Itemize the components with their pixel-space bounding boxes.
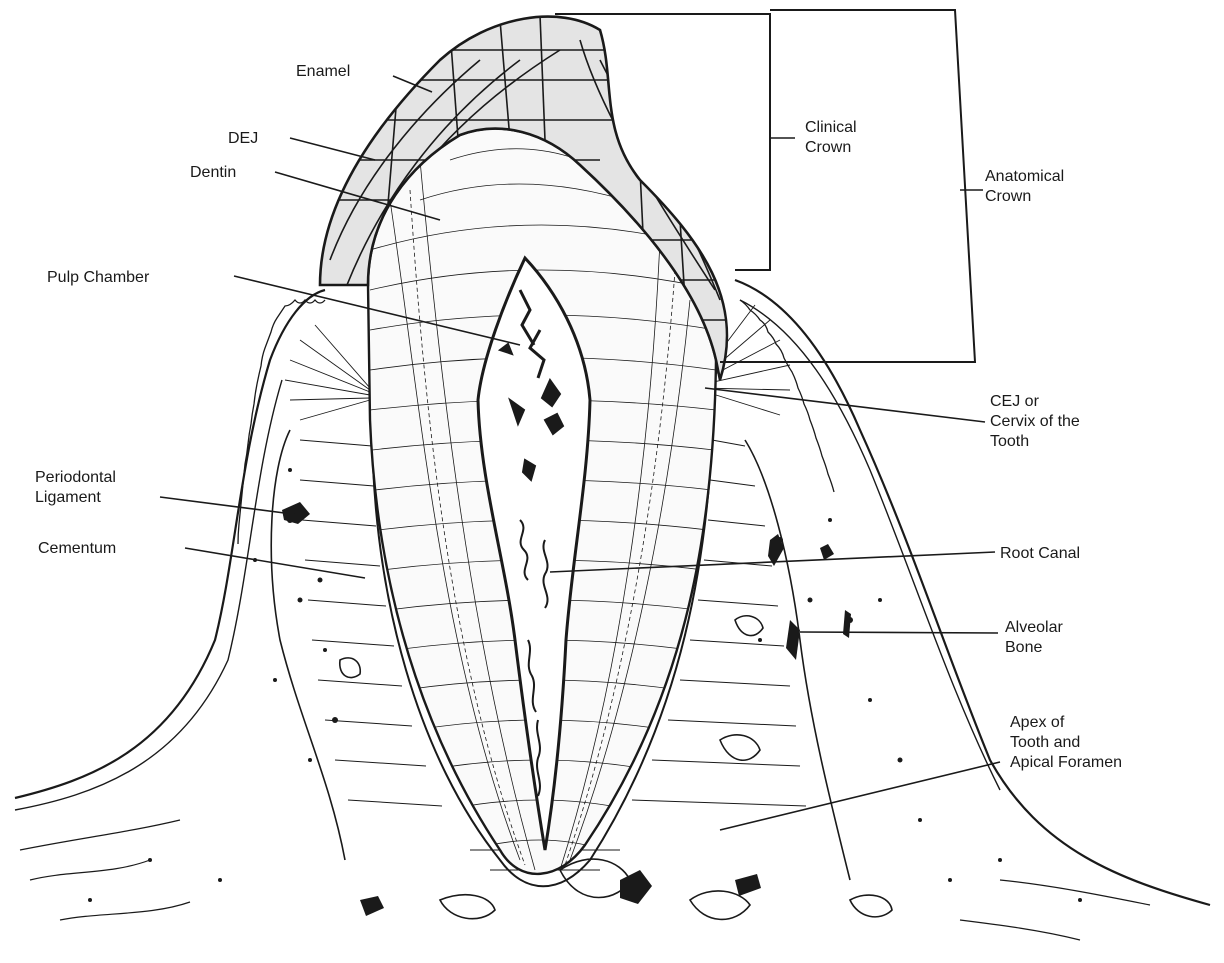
label-anatomical-crown-2: Crown <box>985 188 1031 205</box>
label-apex-2: Tooth and <box>1010 734 1080 751</box>
anatomical-crown-bracket <box>720 10 975 362</box>
label-alveolar-bone-2: Bone <box>1005 639 1042 656</box>
label-anatomical-crown-1: Anatomical <box>985 168 1064 185</box>
label-cementum: Cementum <box>38 540 116 557</box>
label-periodontal-ligament-1: Periodontal <box>35 469 116 486</box>
label-cej-1: CEJ or <box>990 393 1040 410</box>
label-cej-2: Cervix of the <box>990 413 1080 430</box>
label-apex-1: Apex of <box>1010 714 1065 731</box>
label-enamel: Enamel <box>296 63 350 80</box>
label-clinical-crown-2: Crown <box>805 139 851 156</box>
leader-apex <box>720 762 1000 830</box>
label-cej-3: Tooth <box>990 433 1029 450</box>
leader-periodontal-ligament <box>160 497 300 515</box>
leader-dej <box>290 138 375 160</box>
label-dej: DEJ <box>228 130 258 147</box>
label-pulp-chamber: Pulp Chamber <box>47 269 150 286</box>
label-periodontal-ligament-2: Ligament <box>35 489 101 506</box>
label-clinical-crown-1: Clinical <box>805 119 857 136</box>
label-dentin: Dentin <box>190 164 236 181</box>
label-root-canal: Root Canal <box>1000 545 1080 562</box>
leader-alveolar-bone <box>800 632 998 633</box>
label-apex-3: Apical Foramen <box>1010 754 1122 771</box>
label-alveolar-bone-1: Alveolar <box>1005 619 1063 636</box>
